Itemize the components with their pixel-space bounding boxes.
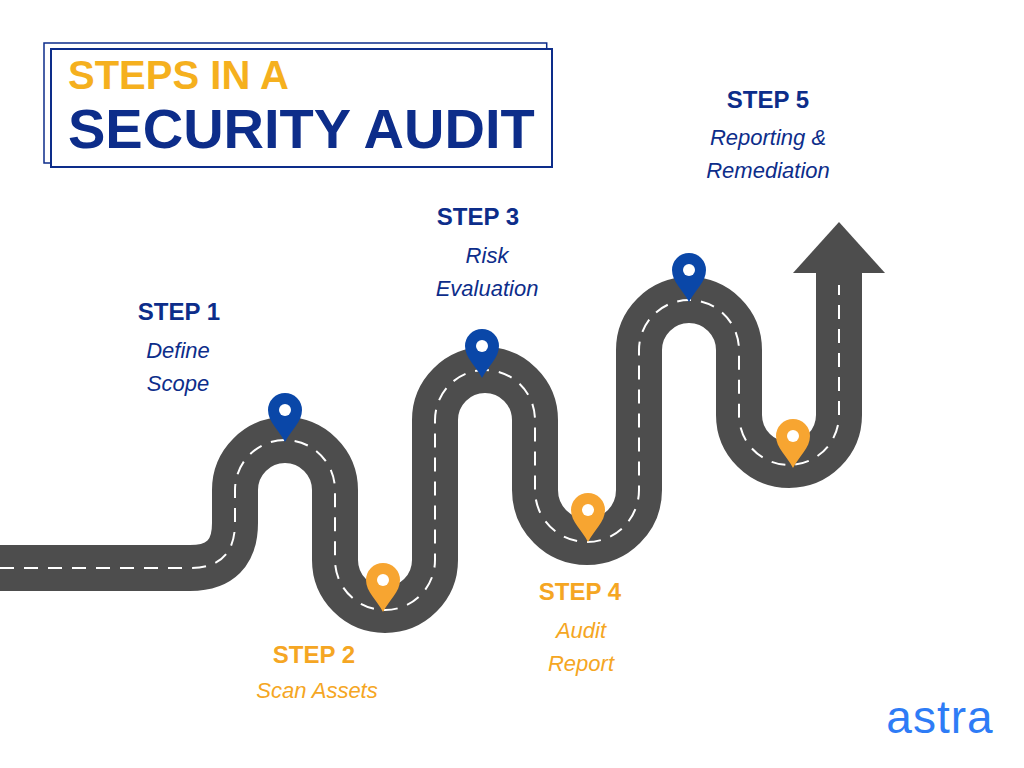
map-pin xyxy=(672,253,706,302)
step-description: Define Scope xyxy=(128,334,228,400)
title-main: SECURITY AUDIT xyxy=(68,98,535,160)
step-number: STEP 4 xyxy=(520,577,640,607)
brand-logo: astra xyxy=(870,690,1010,744)
road xyxy=(0,270,839,610)
title-box: STEPS IN ASECURITY AUDIT xyxy=(50,48,553,168)
title-line: STEPS IN A xyxy=(68,52,535,98)
step-number: STEP 3 xyxy=(418,202,538,232)
map-pin xyxy=(571,493,605,542)
step-description: Risk Evaluation xyxy=(417,239,557,305)
road-arrowhead xyxy=(793,222,885,273)
road-centerline xyxy=(0,285,839,610)
step-description: Scan Assets xyxy=(217,674,417,707)
step-number: STEP 2 xyxy=(254,640,374,670)
step-number: STEP 5 xyxy=(708,85,828,115)
map-pin xyxy=(465,329,499,378)
step-description: Audit Report xyxy=(534,614,629,680)
step-number: STEP 1 xyxy=(119,297,239,327)
map-pin xyxy=(268,393,302,442)
map-pin xyxy=(366,563,400,612)
map-pin xyxy=(776,419,810,468)
step-description: Reporting & Remediation xyxy=(678,121,858,187)
